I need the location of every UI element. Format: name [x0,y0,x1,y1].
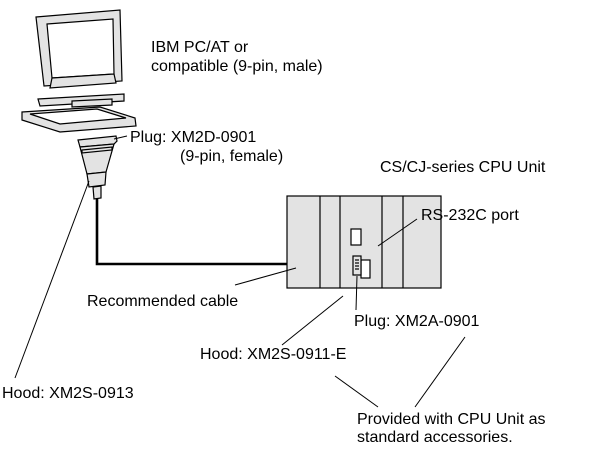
leader-lines [14,135,466,408]
pc-plug-label-line1: Plug: XM2D-0901 [130,129,257,146]
pc-plug-label-line2: (9-pin, female) [180,148,284,165]
rs232c-port-icon [360,259,371,279]
pc-label-line2: compatible (9-pin, male) [151,58,323,75]
computer-icon [21,9,137,133]
pc-plug-connector-icon [77,135,118,200]
cpu-hood-label: Hood: XM2S-0911-E [200,346,347,363]
cpu-plug-label: Plug: XM2A-0901 [354,313,480,330]
accessories-note-line1: Provided with CPU Unit as [357,411,546,428]
cpu-plug-connector-icon [352,255,362,276]
pc-label-line1: IBM PC/AT or [151,39,249,56]
pc-hood-label: Hood: XM2S-0913 [2,385,134,402]
rs232c-port-label: RS-232C port [421,207,519,224]
accessories-note-line2: standard accessories. [357,429,513,446]
cable-label: Recommended cable [87,293,239,310]
cpu-unit-label: CS/CJ-series CPU Unit [380,159,546,176]
recommended-cable [95,199,352,266]
